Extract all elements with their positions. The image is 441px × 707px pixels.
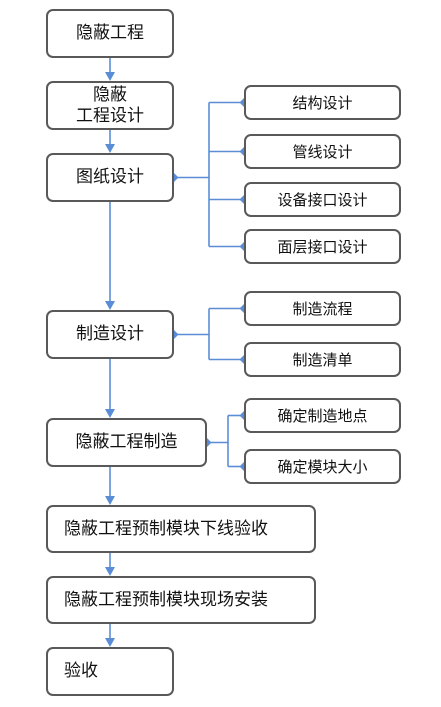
node-prefab-module-site-installation: 隐蔽工程预制模块现场安装 (46, 576, 316, 624)
node-drawing-design: 图纸设计 (46, 153, 174, 202)
node-prefab-module-offline-acceptance: 隐蔽工程预制模块下线验收 (46, 505, 316, 553)
node-pipeline-design: 管线设计 (244, 134, 401, 169)
node-acceptance: 验收 (46, 647, 174, 696)
node-surface-interface-design: 面层接口设计 (244, 229, 401, 264)
flow-arrow (105, 301, 115, 310)
flow-arrow (105, 496, 115, 505)
flow-arrow (105, 409, 115, 418)
node-hidden-project-design: 隐蔽 工程设计 (46, 81, 174, 130)
node-determine-manufacturing-location: 确定制造地点 (244, 398, 401, 433)
node-manufacturing-process: 制造流程 (244, 291, 401, 326)
node-hidden-project: 隐蔽工程 (46, 9, 174, 58)
flow-arrow (105, 144, 115, 153)
node-equipment-interface-design: 设备接口设计 (244, 182, 401, 217)
flow-arrow (105, 72, 115, 81)
node-hidden-project-manufacturing: 隐蔽工程制造 (46, 418, 207, 467)
node-manufacturing-list: 制造清单 (244, 342, 401, 377)
node-structural-design: 结构设计 (244, 85, 401, 120)
node-manufacturing-design: 制造设计 (46, 310, 174, 359)
flow-arrow (105, 567, 115, 576)
node-determine-module-size: 确定模块大小 (244, 449, 401, 484)
flow-arrow (105, 638, 115, 647)
